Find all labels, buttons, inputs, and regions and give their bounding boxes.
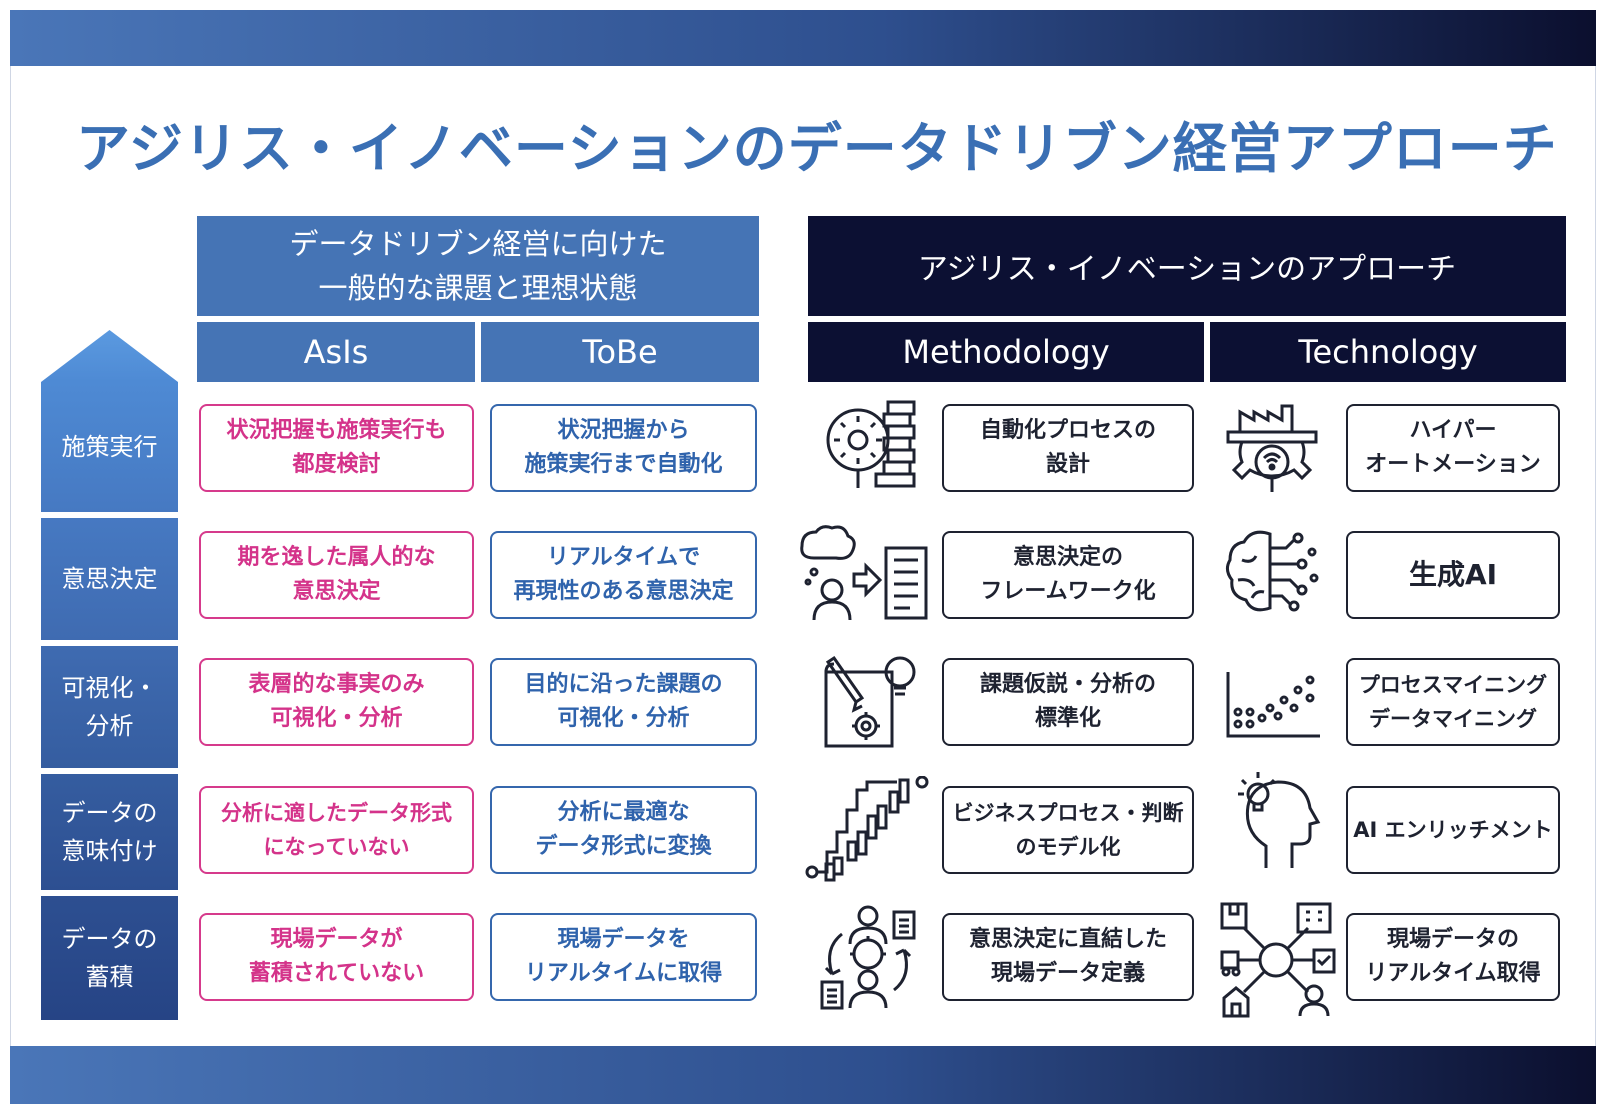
box-line: 現場データ定義 xyxy=(990,961,1145,986)
column-header-technology: Technology xyxy=(1210,322,1566,382)
box-line: 現場データの xyxy=(1386,927,1519,952)
box-line: 可視化・分析 xyxy=(270,706,403,731)
box-line: 課題仮説・分析の xyxy=(979,672,1156,697)
slide-frame xyxy=(10,66,1596,1046)
box-line: データマイニング xyxy=(1369,707,1537,731)
thinking-person-document-icon xyxy=(794,524,934,624)
step-label: 蓄積 xyxy=(85,963,134,991)
step-decision: 意思決定 xyxy=(41,518,178,640)
technology-box: 現場データの リアルタイム取得 xyxy=(1346,913,1560,1001)
methodology-box: 意思決定の フレームワーク化 xyxy=(942,531,1194,619)
technology-box: プロセスマイニング データマイニング xyxy=(1346,658,1560,746)
box-line: データ形式に変換 xyxy=(535,834,712,859)
box-line: ビジネスプロセス・判断 xyxy=(952,801,1184,825)
box-line: リアルタイムで xyxy=(546,545,701,570)
box-line: オートメーション xyxy=(1365,452,1541,477)
asis-box: 現場データが 蓄積されていない xyxy=(199,913,474,1001)
box-line: 生成AI xyxy=(1408,558,1498,591)
methodology-box: 課題仮説・分析の 標準化 xyxy=(942,658,1194,746)
box-line: 状況把握から xyxy=(557,418,690,443)
column-header-tobe: ToBe xyxy=(481,322,759,382)
asis-box: 分析に適したデータ形式 になっていない xyxy=(199,786,474,874)
box-line: 意思決定 xyxy=(292,579,381,604)
ai-brain-icon xyxy=(1222,524,1322,624)
box-line: リアルタイムに取得 xyxy=(524,961,723,986)
scatter-plot-icon xyxy=(1224,668,1324,740)
design-idea-icon xyxy=(820,652,920,752)
box-line: 意思決定の xyxy=(1012,545,1123,570)
column-header-asis: AsIs xyxy=(197,322,475,382)
tobe-box: 目的に沿った課題の 可視化・分析 xyxy=(490,658,757,746)
box-line: 表層的な事実のみ xyxy=(248,672,425,697)
box-line: 分析に最適な xyxy=(557,800,690,825)
box-line: 蓄積されていない xyxy=(248,961,425,986)
tobe-box: 状況把握から 施策実行まで自動化 xyxy=(490,404,757,492)
box-line: 可視化・分析 xyxy=(557,706,690,731)
tobe-box: 現場データを リアルタイムに取得 xyxy=(490,913,757,1001)
methodology-box: 意思決定に直結した 現場データ定義 xyxy=(942,913,1194,1001)
left-section-header: データドリブン経営に向けた 一般的な課題と理想状態 xyxy=(197,216,759,316)
left-header-line1: データドリブン経営に向けた xyxy=(289,227,667,261)
box-line: 設計 xyxy=(1045,452,1090,477)
data-hub-icon xyxy=(1214,898,1338,1022)
left-header-line2: 一般的な課題と理想状態 xyxy=(318,271,638,305)
bottom-banner xyxy=(10,1046,1596,1104)
box-line: リアルタイム取得 xyxy=(1365,961,1541,986)
box-line: AI エンリッチメント xyxy=(1353,818,1553,842)
box-line: になっていない xyxy=(263,835,410,859)
step-label: 意味付け xyxy=(61,837,158,865)
box-line: 現場データを xyxy=(557,927,690,952)
box-line: 分析に適したデータ形式 xyxy=(221,801,452,825)
box-line: 現場データが xyxy=(270,927,403,952)
technology-box: ハイパー オートメーション xyxy=(1346,404,1560,492)
methodology-box: ビジネスプロセス・判断 のモデル化 xyxy=(942,786,1194,874)
technology-box: AI エンリッチメント xyxy=(1346,786,1560,874)
box-line: ハイパー xyxy=(1409,418,1497,443)
box-line: プロセスマイニング xyxy=(1358,673,1548,697)
tobe-box: リアルタイムで 再現性のある意思決定 xyxy=(490,531,757,619)
step-label: 可視化・ xyxy=(61,674,158,702)
box-line: 標準化 xyxy=(1034,706,1101,731)
box-line: 状況把握も施策実行も xyxy=(226,418,447,443)
step-accumulation: データの 蓄積 xyxy=(41,896,178,1020)
step-label: 分析 xyxy=(85,712,134,740)
box-line: 再現性のある意思決定 xyxy=(513,579,734,604)
people-cycle-icon xyxy=(816,904,920,1012)
box-line: 都度検討 xyxy=(292,452,381,477)
step-label: 意思決定 xyxy=(61,565,158,593)
step-visualization: 可視化・ 分析 xyxy=(41,646,178,768)
top-banner xyxy=(10,10,1596,66)
tobe-box: 分析に最適な データ形式に変換 xyxy=(490,786,757,874)
box-line: 意思決定に直結した xyxy=(968,927,1167,952)
technology-box: 生成AI xyxy=(1346,531,1560,619)
box-line: フレームワーク化 xyxy=(980,579,1156,604)
smart-factory-gear-icon xyxy=(1222,396,1322,496)
box-line: 施策実行まで自動化 xyxy=(524,452,723,477)
gear-process-icon xyxy=(818,396,922,496)
head-lightbulb-icon xyxy=(1236,768,1326,874)
asis-box: 表層的な事実のみ 可視化・分析 xyxy=(199,658,474,746)
step-label: 施策実行 xyxy=(61,433,158,461)
step-execution: 施策実行 xyxy=(41,382,178,512)
step-label: データの xyxy=(61,925,158,953)
step-label: データの xyxy=(61,799,158,827)
box-line: 目的に沿った課題の xyxy=(524,672,723,697)
right-section-header: アジリス・イノベーションのアプローチ xyxy=(808,216,1566,316)
asis-box: 期を逸した属人的な 意思決定 xyxy=(199,531,474,619)
process-flow-icon xyxy=(804,776,934,884)
step-semantics: データの 意味付け xyxy=(41,774,178,890)
page-title: アジリス・イノベーションのデータドリブン経営アプローチ xyxy=(76,117,1558,180)
upward-arrow-head xyxy=(41,330,178,382)
box-line: 期を逸した属人的な xyxy=(237,545,436,570)
box-line: のモデル化 xyxy=(1015,835,1121,859)
box-line: 自動化プロセスの xyxy=(979,418,1156,443)
column-header-methodology: Methodology xyxy=(808,322,1204,382)
methodology-box: 自動化プロセスの 設計 xyxy=(942,404,1194,492)
asis-box: 状況把握も施策実行も 都度検討 xyxy=(199,404,474,492)
